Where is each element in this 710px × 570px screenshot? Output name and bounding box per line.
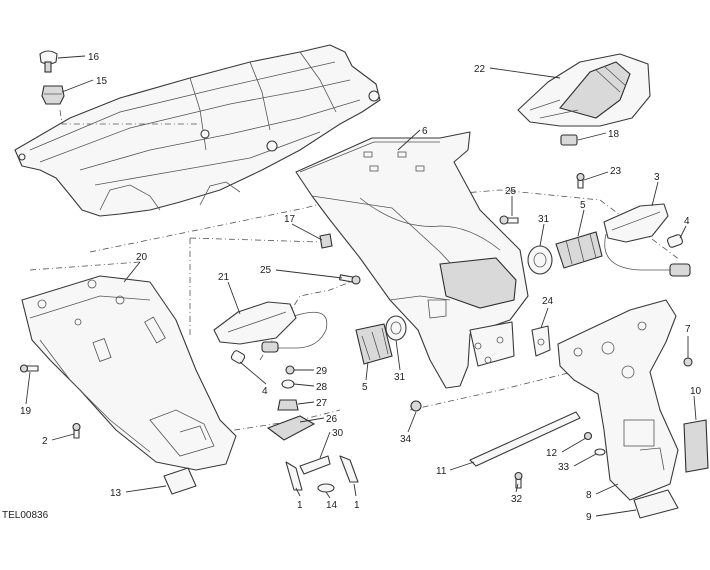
leader-lines [25, 55, 697, 517]
turn-indicator-3 [603, 203, 691, 277]
callout-1: 1 [354, 500, 360, 511]
bracket-26 [266, 415, 316, 441]
callout-25: 25 [260, 265, 272, 276]
callout-2: 2 [42, 436, 48, 447]
reflector-10 [683, 419, 709, 473]
callout-5: 5 [362, 382, 368, 393]
callout-16: 16 [88, 52, 100, 63]
screw-19 [19, 364, 39, 373]
callout-27: 27 [316, 398, 328, 409]
clip-30 [299, 455, 331, 475]
rubber-mount-5a [555, 231, 603, 269]
bracket-24 [531, 325, 551, 357]
callout-19: 19 [20, 406, 32, 417]
spacer-31b [385, 315, 407, 341]
callout-26: 26 [326, 414, 338, 425]
washer-14 [317, 483, 335, 493]
plate-bracket-8 [557, 299, 679, 501]
callout-10: 10 [690, 386, 702, 397]
callout-25: 25 [505, 186, 517, 197]
screw-2 [72, 422, 81, 439]
callout-30: 30 [332, 428, 344, 439]
screw-7 [683, 357, 693, 367]
callout-23: 23 [610, 166, 622, 177]
clip-1a [285, 461, 303, 491]
bulb-4a [667, 234, 683, 248]
callout-3: 3 [654, 172, 660, 183]
bulb-4b [230, 350, 246, 364]
callout-32: 32 [511, 494, 523, 505]
inner-cover-20 [21, 275, 237, 471]
callout-33: 33 [558, 462, 570, 473]
callout-1: 1 [297, 500, 303, 511]
callout-14: 14 [326, 500, 338, 511]
callout-28: 28 [316, 382, 328, 393]
assembly-line [59, 109, 200, 125]
callout-22: 22 [474, 64, 486, 75]
washer-28 [281, 379, 295, 389]
grommet-15 [41, 85, 65, 105]
callout-15: 15 [96, 76, 108, 87]
callout-31: 31 [538, 214, 550, 225]
clip-17 [319, 233, 333, 249]
callout-17: 17 [284, 214, 296, 225]
figure-code: TEL00836 [2, 510, 49, 521]
connector-18 [560, 134, 578, 146]
callout-34: 34 [400, 434, 412, 445]
callout-7: 7 [685, 324, 691, 335]
callout-24: 24 [542, 296, 554, 307]
nut-29 [285, 365, 295, 375]
rubber-cap-16 [39, 50, 58, 73]
screw-32 [514, 471, 523, 489]
assembly-line [379, 189, 681, 261]
rear-mudguard-6 [295, 131, 529, 389]
callout-12: 12 [546, 448, 558, 459]
callout-13: 13 [110, 488, 122, 499]
tail-light-22 [517, 53, 651, 127]
callout-20: 20 [136, 252, 148, 263]
assembly-line [29, 261, 141, 271]
screw-23 [576, 172, 585, 189]
assembly-line [189, 237, 321, 243]
rear-subframe [14, 44, 381, 217]
screw-12 [583, 431, 593, 441]
callout-6: 6 [422, 126, 428, 137]
strip-11 [469, 411, 581, 467]
callout-11: 11 [436, 466, 447, 477]
screw-25b [339, 274, 361, 285]
nut-34 [410, 400, 422, 412]
callout-18: 18 [608, 129, 620, 140]
washer-33 [594, 448, 606, 456]
clip-1b [339, 455, 359, 483]
callout-29: 29 [316, 366, 328, 377]
spacer-31a [527, 245, 553, 275]
callout-labels: 16 15 22 6 18 23 3 25 31 5 4 17 20 21 25… [2, 52, 702, 523]
license-light-9 [633, 489, 679, 519]
callout-31: 31 [394, 372, 406, 383]
callout-9: 9 [586, 512, 592, 523]
rubber-27 [277, 399, 299, 411]
callout-4: 4 [684, 216, 690, 227]
callout-8: 8 [586, 490, 592, 501]
callout-21: 21 [218, 272, 230, 283]
callout-4: 4 [262, 386, 268, 397]
assembly-line [409, 369, 581, 411]
turn-indicator-21 [213, 301, 328, 353]
callout-5: 5 [580, 200, 586, 211]
rubber-mount-5b [355, 323, 393, 365]
screw-25a [499, 215, 519, 225]
cover-13 [163, 467, 197, 495]
